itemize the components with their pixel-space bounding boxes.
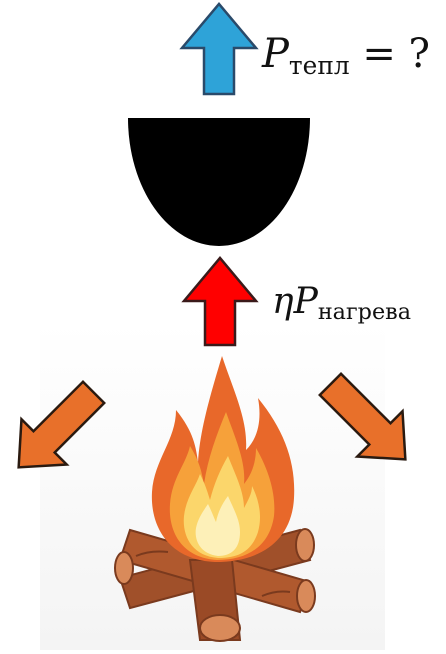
heat-output-formula: Pтепл = ? xyxy=(262,31,430,78)
heating-power-subscript: нагрева xyxy=(317,299,412,326)
heating-power-symbol: P xyxy=(293,281,318,322)
power-subscript: тепл xyxy=(288,50,350,80)
heating-power-formula: ηPнагрева xyxy=(272,281,411,324)
heat-output-arrow-icon xyxy=(179,2,259,96)
campfire-icon xyxy=(114,356,316,642)
firewood-logs xyxy=(114,528,316,642)
flame-core xyxy=(195,496,240,556)
heat-loss-arrow-left-icon xyxy=(17,380,106,469)
heat-loss-arrow-right-icon xyxy=(318,372,407,461)
power-symbol: P xyxy=(262,31,289,77)
vessel-icon xyxy=(128,118,310,246)
unknown-equals: = ? xyxy=(349,31,430,77)
heating-arrow-icon xyxy=(181,256,259,347)
efficiency-symbol: η xyxy=(272,281,294,322)
